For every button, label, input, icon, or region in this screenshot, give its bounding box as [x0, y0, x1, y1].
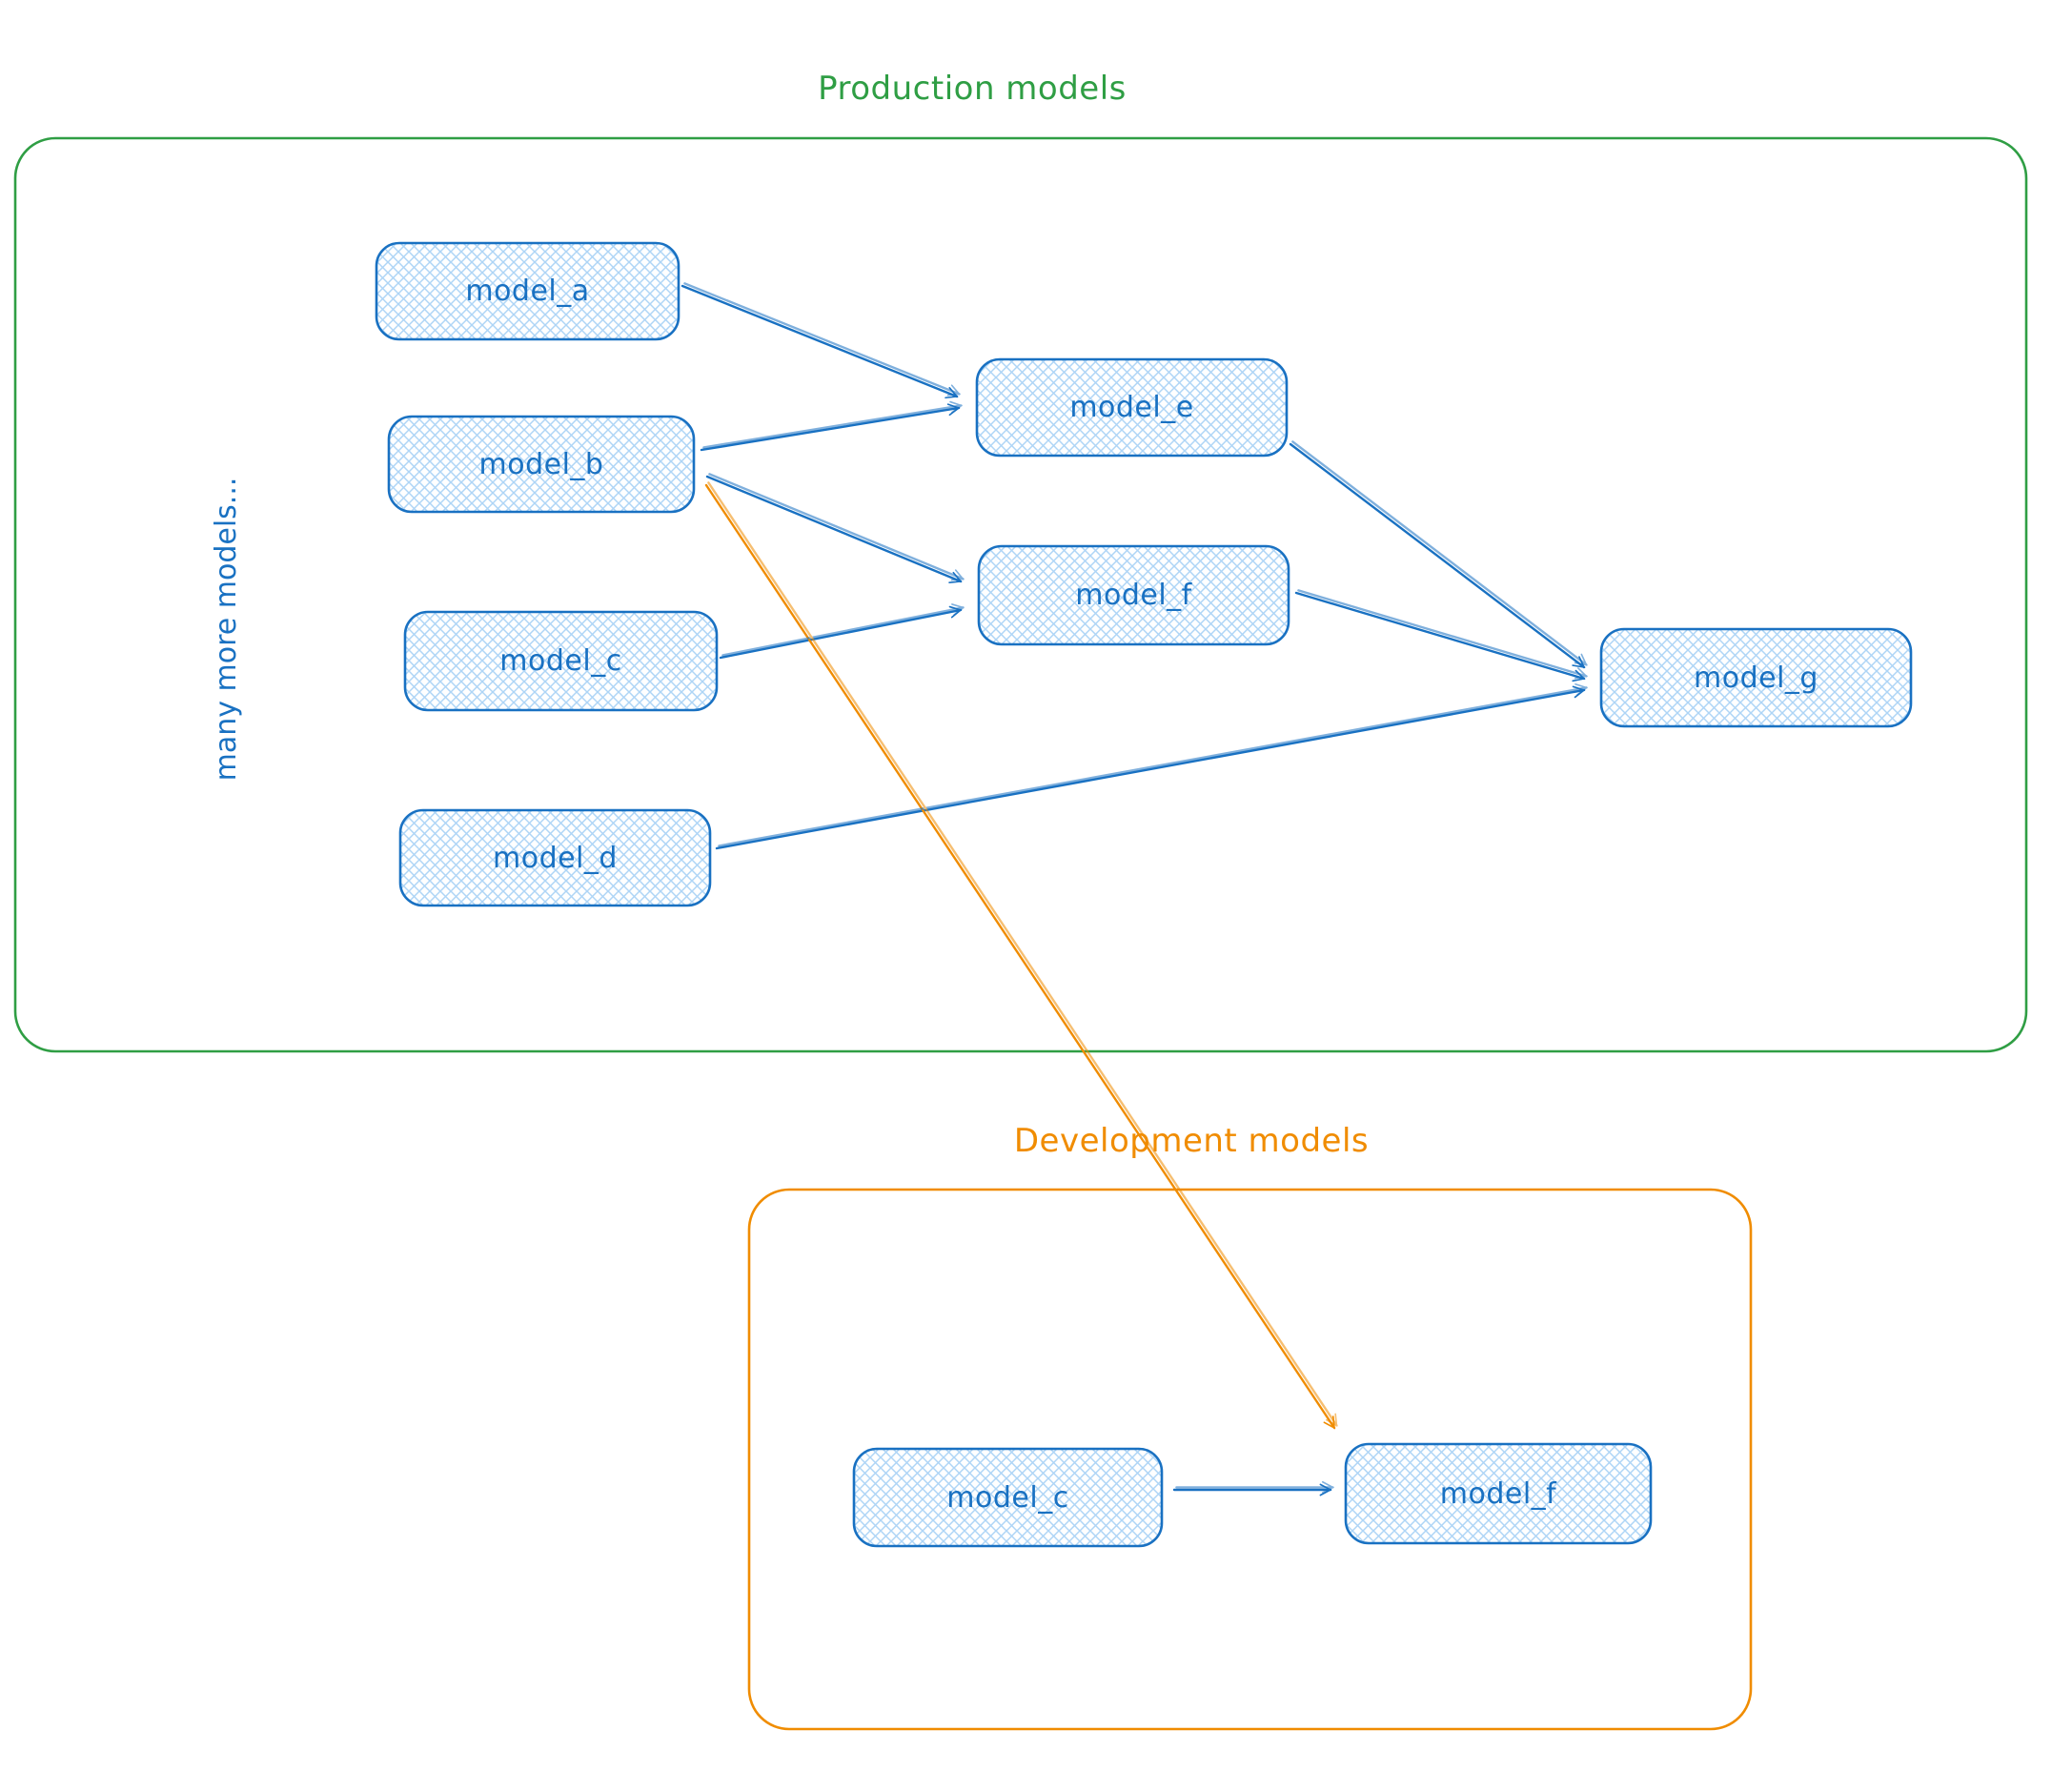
edge-model-b-to-model-f [705, 475, 963, 583]
edge-model-f-to-model-g [1294, 591, 1586, 682]
edge-model-b-to-model-e [700, 403, 961, 452]
edge-model-b-to-dev-model-f [704, 483, 1336, 1430]
node-model-g [1599, 627, 1913, 728]
development-container [747, 1188, 1753, 1731]
edge-model-e-to-model-g [1289, 442, 1586, 669]
side-note-many-more-models: many more models... [209, 477, 243, 782]
node-model-c [403, 610, 719, 712]
edge-sketch-echo [684, 283, 1586, 1487]
development-title: Development models [1013, 1122, 1370, 1160]
node-model-b [387, 415, 696, 514]
node-model-a [375, 241, 681, 341]
production-container [13, 136, 2028, 1053]
node-model-e [975, 357, 1289, 458]
edge-model-a-to-model-e [681, 284, 959, 399]
dev-node-model-c [852, 1447, 1164, 1548]
node-model-d [398, 808, 712, 907]
production-title: Production models [818, 70, 1127, 108]
dev-node-model-f [1344, 1442, 1653, 1545]
edge-model-d-to-model-g [715, 685, 1586, 850]
edge-model-c-to-model-f [719, 605, 963, 660]
node-model-f [977, 544, 1290, 646]
